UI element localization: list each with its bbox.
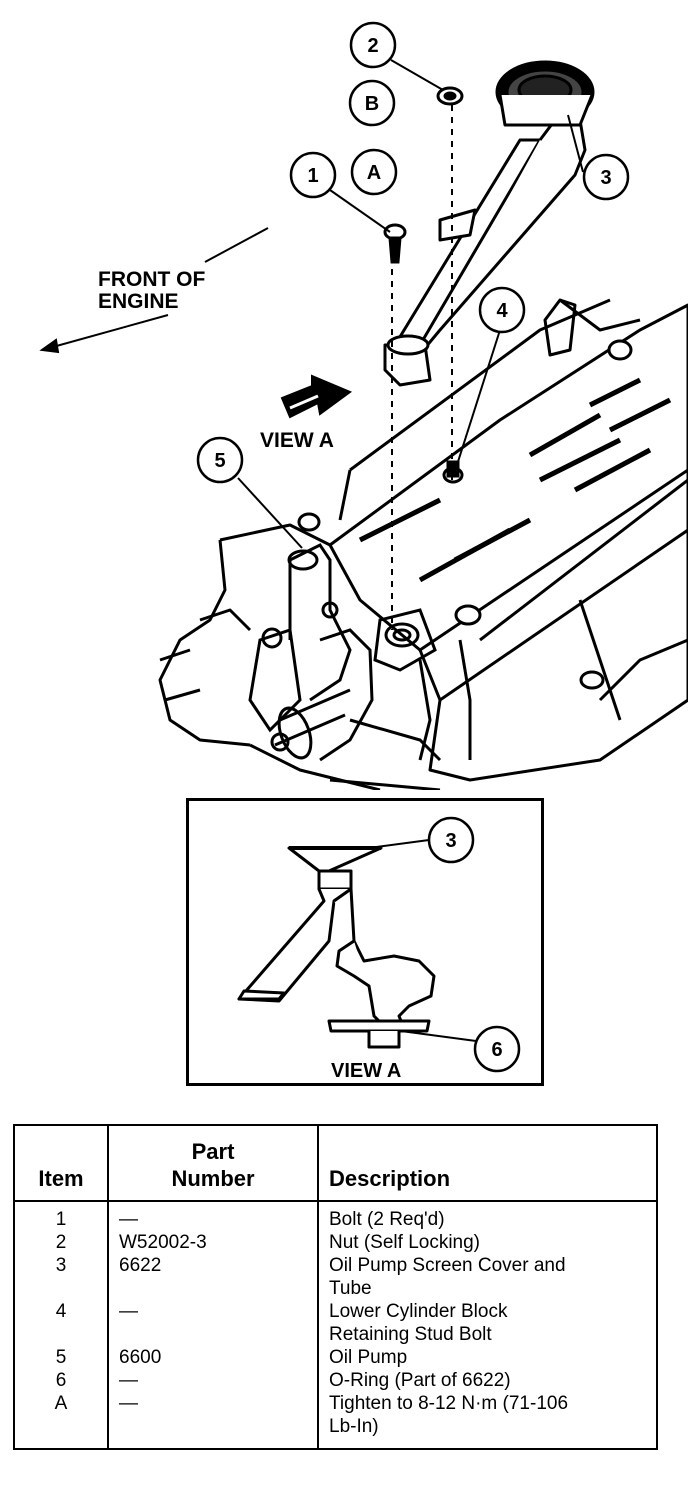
header-part-number: Part Number [108,1125,319,1202]
header-part-line1: Part [191,1139,235,1164]
inset-callout-3: 3 [427,816,475,864]
svg-text:2: 2 [367,35,378,57]
inset-view-a-label: VIEW A [331,1060,401,1082]
view-a-inset: 3 6 VIEW A [186,798,544,1086]
cell-part: W52002-3 [108,1231,319,1254]
cell-item: 5 [14,1346,109,1369]
svg-text:A: A [367,162,381,184]
svg-text:5: 5 [214,450,225,472]
view-a-drawing: 3 6 VIEW A [237,816,521,1082]
table-header-row: Item Part Number Description [14,1125,657,1202]
header-part-line2: Number [171,1166,255,1191]
parts-table: Item Part Number Description 1 — Bolt (2… [13,1124,658,1450]
cell-item: A [14,1392,109,1449]
cell-part: — [108,1392,319,1449]
callout-5: 5 [196,436,244,484]
nut-item-2 [436,86,464,106]
table-row: 2 W52002-3 Nut (Self Locking) [14,1231,657,1254]
bolt-item-1 [383,223,407,264]
cell-item: 3 [14,1254,109,1300]
callout-b: B [348,79,396,127]
block-bolts [297,339,633,690]
cell-part: — [108,1369,319,1392]
svg-text:6: 6 [491,1039,502,1061]
header-item: Item [14,1125,109,1202]
callout-a: A [350,148,398,196]
oil-pickup-tube [383,60,595,387]
cell-item: 4 [14,1300,109,1346]
table-row: 6 — O-Ring (Part of 6622) [14,1369,657,1392]
cell-part: 6622 [108,1254,319,1300]
header-description: Description [318,1125,657,1202]
svg-text:4: 4 [496,300,508,322]
cell-item: 2 [14,1231,109,1254]
callout-1: 1 [289,151,337,199]
cell-item: 1 [14,1201,109,1231]
oil-pump-body [248,543,442,762]
cam-cover-slots [358,377,672,583]
svg-text:3: 3 [600,167,611,189]
install-lines [391,105,453,630]
engine-block [158,298,688,790]
view-a-arrow [280,374,353,419]
front-of-engine-arrow [39,227,269,354]
cell-description: O-Ring (Part of 6622) [329,1370,511,1391]
svg-text:3: 3 [445,830,456,852]
cell-description: Bolt (2 Req'd) [329,1209,445,1230]
cell-description: Oil Pump [329,1347,408,1368]
cell-part: — [108,1300,319,1346]
table-row: 5 6600 Oil Pump [14,1346,657,1369]
svg-text:1: 1 [307,165,318,187]
cell-item: 6 [14,1369,109,1392]
table-row: 1 — Bolt (2 Req'd) [14,1201,657,1231]
cell-part: — [108,1201,319,1231]
cell-description: Nut (Self Locking) [329,1232,481,1253]
view-a-label: VIEW A [260,429,334,452]
callout-3: 3 [582,153,630,201]
front-of-engine-label-line2: ENGINE [98,290,179,313]
leader-lines [237,59,584,549]
callout-4: 4 [478,286,526,334]
inset-leader-lines [368,839,477,1042]
cell-part: 6600 [108,1346,319,1369]
callout-2: 2 [349,21,397,69]
front-of-engine-label-line1: FRONT OF [98,268,205,291]
inset-callout-6: 6 [473,1025,521,1073]
exploded-view-diagram: FRONT OF ENGINE VIEW A 2 B 1 A 3 4 5 [39,21,688,790]
inset-tube [237,846,436,1049]
svg-text:B: B [365,93,379,115]
